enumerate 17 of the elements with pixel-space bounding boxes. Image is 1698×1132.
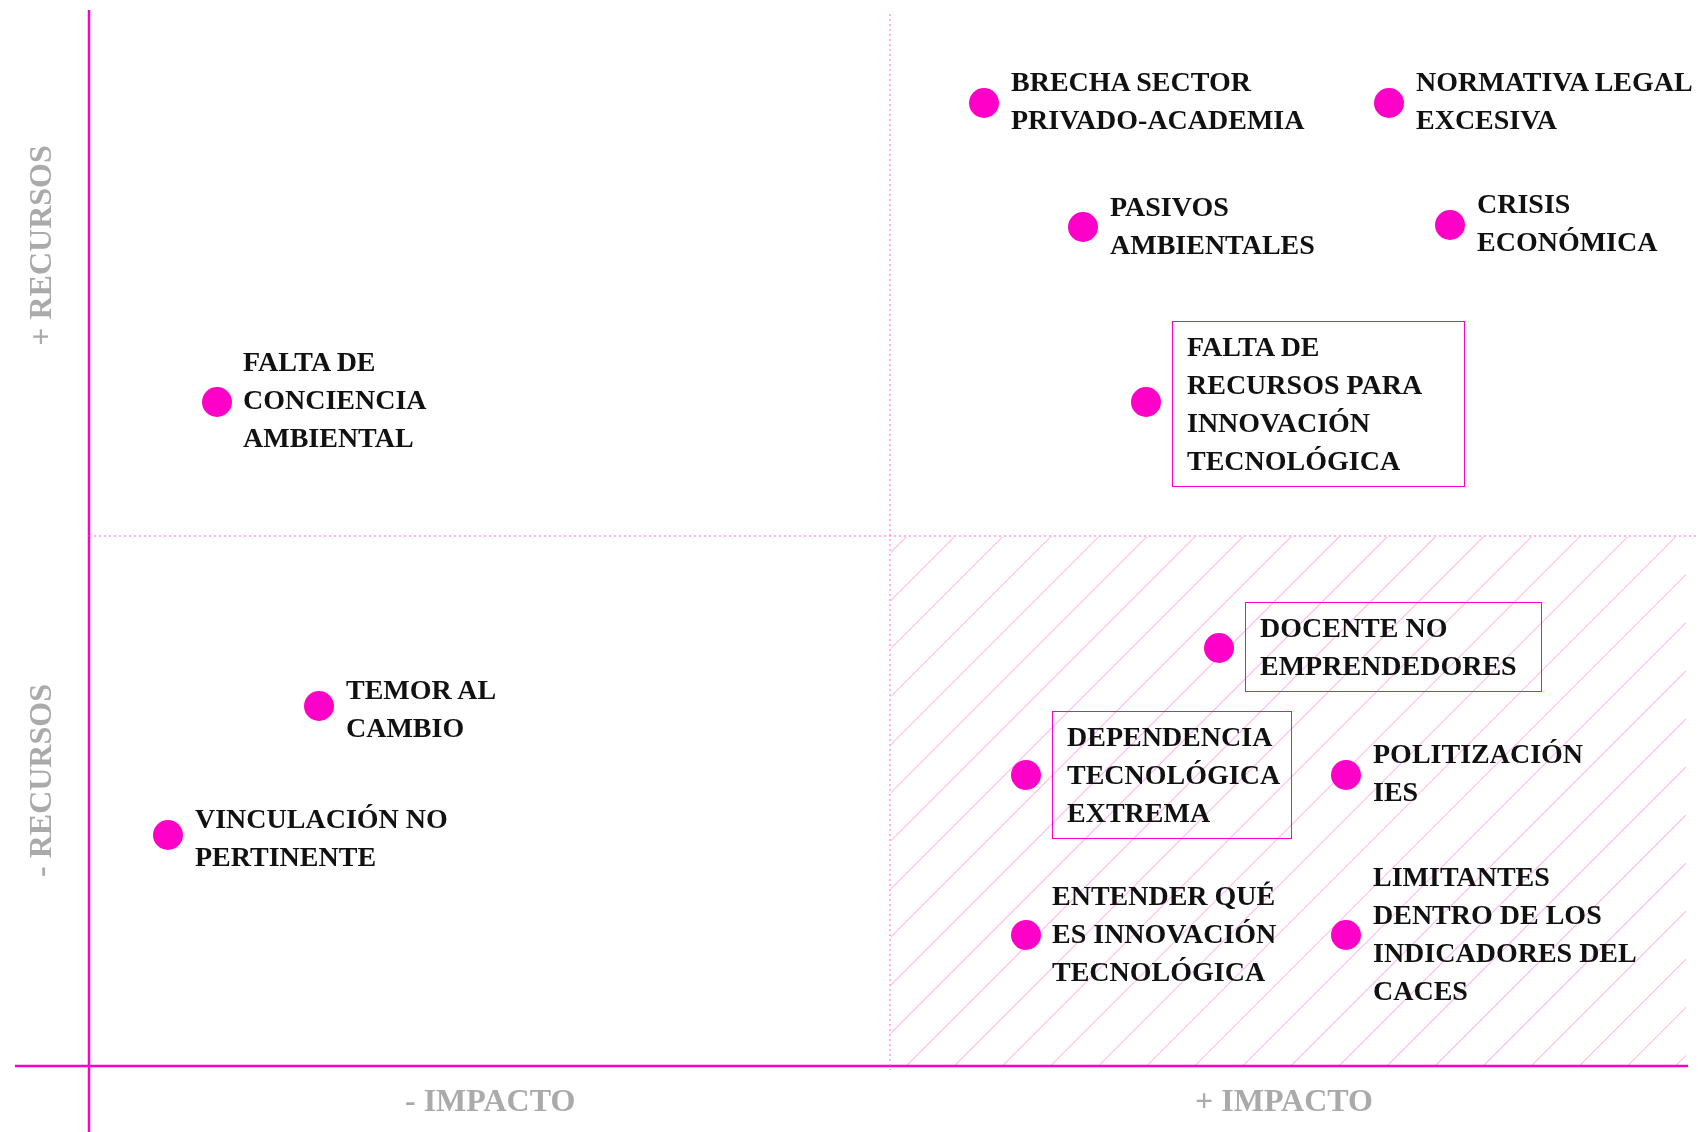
boxed-label: DOCENTE NO EMPRENDEDORES <box>1245 602 1542 692</box>
point-label: ENTENDER QUÉ ES INNOVACIÓN TECNOLÓGICA <box>1052 879 1278 989</box>
point-label: FALTA DE CONCIENCIA AMBIENTAL <box>243 345 427 455</box>
point-label: TEMOR AL CAMBIO <box>346 673 496 745</box>
point-label: NORMATIVA LEGAL EXCESIVA <box>1416 65 1693 137</box>
boxed-label: DEPENDENCIA TECNOLÓGICA EXTREMA <box>1052 711 1292 839</box>
axis-label: + RECURSOS <box>21 144 59 346</box>
point-label: CRISIS ECONÓMICA <box>1477 187 1659 259</box>
point-label: VINCULACIÓN NO PERTINENTE <box>195 802 449 874</box>
axis-label: - IMPACTO <box>405 1081 576 1119</box>
axis-label: + IMPACTO <box>1195 1081 1373 1119</box>
point-label: LIMITANTES DENTRO DE LOS INDICADORES DEL CACES <box>1373 860 1637 1008</box>
point-label: PASIVOS AMBIENTALES <box>1110 190 1316 262</box>
point-label: POLITIZACIÓN IES <box>1373 737 1585 809</box>
point-label: BRECHA SECTOR PRIVADO-ACADEMIA <box>1011 65 1306 137</box>
boxed-label: FALTA DE RECURSOS PARA INNOVACIÓN TECNOLÓGICA <box>1172 321 1465 487</box>
axis-label: - RECURSOS <box>21 683 59 877</box>
